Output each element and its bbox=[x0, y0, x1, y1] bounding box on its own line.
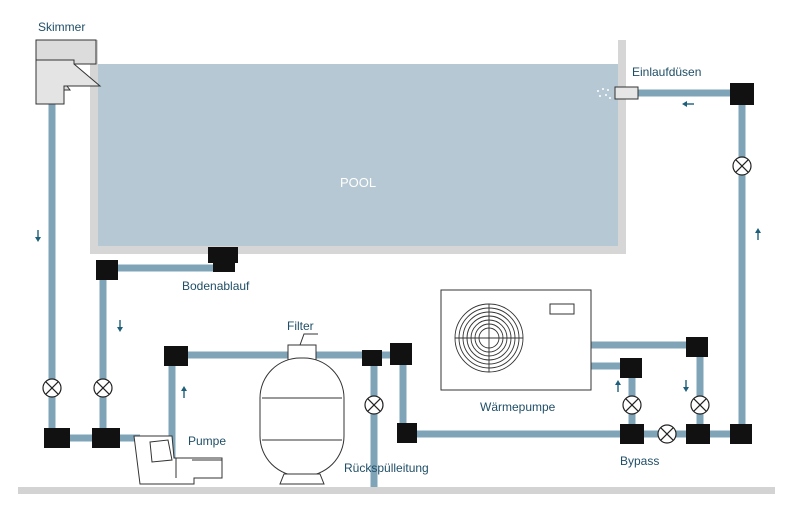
valves bbox=[42, 156, 752, 444]
rueckspuelleitung-label: Rückspülleitung bbox=[344, 461, 429, 475]
valve-icon bbox=[732, 156, 752, 176]
tee-fitting bbox=[620, 424, 644, 444]
elbow-fitting bbox=[164, 346, 188, 366]
flow-arrow-icon bbox=[117, 320, 123, 332]
heat-pump: Wärmepumpe bbox=[440, 289, 592, 414]
skimmer-label: Skimmer bbox=[38, 20, 85, 34]
tee-fitting bbox=[92, 428, 120, 448]
flow-arrow-icon bbox=[682, 101, 694, 107]
waermepumpe-label: Wärmepumpe bbox=[480, 400, 556, 414]
spray-dot bbox=[605, 94, 607, 96]
nozzle-body bbox=[614, 86, 639, 100]
spray-dot bbox=[607, 89, 609, 91]
filter-base bbox=[279, 473, 325, 485]
elbow-fitting bbox=[390, 343, 412, 365]
flow-arrow-icon bbox=[615, 380, 621, 392]
pool-inner-top bbox=[98, 40, 618, 64]
elbow-fitting bbox=[44, 428, 70, 448]
valve-icon bbox=[364, 395, 384, 415]
valve-icon bbox=[93, 378, 113, 398]
pool-water bbox=[98, 64, 618, 246]
filter-label: Filter bbox=[287, 319, 314, 333]
fan-icon bbox=[454, 303, 524, 373]
pump: Pumpe bbox=[133, 434, 226, 485]
elbow-fitting bbox=[397, 423, 417, 443]
inlet-nozzle: Einlaufdüsen bbox=[597, 65, 701, 100]
pumpe-label: Pumpe bbox=[188, 434, 226, 448]
elbow-fitting bbox=[620, 358, 642, 378]
spray-dot bbox=[599, 95, 601, 97]
valve-icon bbox=[42, 378, 62, 398]
flow-arrow-icon bbox=[181, 386, 187, 398]
bottom-drain: Bodenablauf bbox=[182, 247, 250, 293]
flow-arrow-icon bbox=[755, 228, 761, 240]
elbow-fitting bbox=[96, 260, 118, 280]
pool-label: POOL bbox=[340, 175, 376, 190]
einlaufduesen-label: Einlaufdüsen bbox=[632, 65, 701, 79]
skimmer-neck bbox=[35, 59, 102, 105]
elbow-fitting bbox=[730, 83, 754, 105]
drain-fitting bbox=[208, 247, 238, 263]
fittings bbox=[44, 83, 754, 448]
spray-dot bbox=[597, 90, 599, 92]
filter-pointer bbox=[299, 333, 318, 346]
flow-arrow-icon bbox=[683, 380, 689, 392]
bodenablauf-label: Bodenablauf bbox=[182, 279, 250, 293]
tee-fitting bbox=[686, 424, 710, 444]
valve-icon bbox=[622, 395, 642, 415]
spray-dot bbox=[602, 88, 604, 90]
pump-motor bbox=[149, 439, 173, 463]
valve-icon bbox=[657, 424, 677, 444]
flow-arrows bbox=[35, 101, 761, 398]
filter-tank bbox=[259, 357, 345, 477]
ground-line bbox=[18, 487, 775, 494]
flow-arrow-icon bbox=[35, 230, 41, 242]
spray-dot bbox=[609, 97, 611, 99]
elbow-fitting bbox=[362, 350, 382, 366]
skimmer: Skimmer bbox=[35, 20, 102, 105]
elbow-fitting bbox=[686, 337, 708, 357]
valve-icon bbox=[690, 395, 710, 415]
bypass-label: Bypass bbox=[620, 454, 659, 468]
heat-pump-display bbox=[549, 303, 575, 315]
sand-filter: Filter bbox=[259, 319, 345, 485]
elbow-fitting bbox=[730, 424, 752, 444]
drain-fitting-lower bbox=[213, 262, 235, 272]
